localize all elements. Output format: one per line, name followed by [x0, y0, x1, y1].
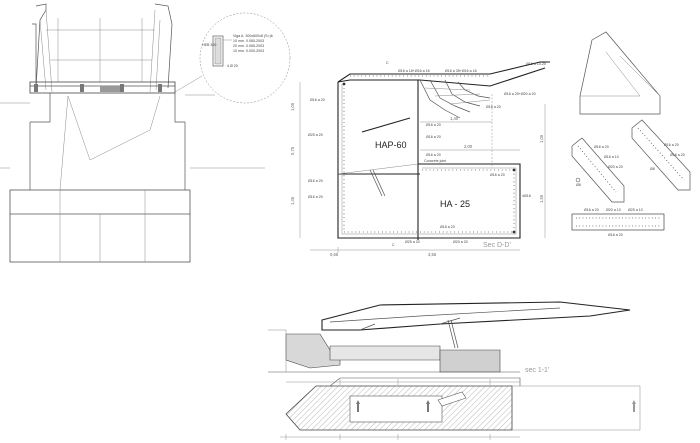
- dim-1-40: 1,40: [450, 116, 459, 121]
- note-deck-bars-1: Ø16 a 35+Ø16 a 18: [445, 69, 477, 73]
- note-bottom-3: Ø16 a 20: [440, 225, 455, 229]
- callout-line-4: 10 mm. 0.000-2003: [233, 49, 264, 53]
- note-top-bars: Ø16 a 18+Ø16 a 18: [398, 69, 430, 73]
- piece-a-note-1: Ø16 a 20: [594, 145, 609, 149]
- block-label-hap60: HAP-60: [375, 140, 407, 150]
- note-left-4: Ø16 a 20: [308, 195, 323, 199]
- dim-2-00: 2,00: [464, 144, 473, 149]
- note-mid-4: Ø16 a 20: [426, 153, 441, 157]
- section-11: sec 1-1': [268, 301, 641, 440]
- dim-3-56: 3,56: [428, 252, 437, 257]
- dim-0-65: 0,65: [330, 252, 339, 257]
- dim-v-1-05b: 1,05: [539, 134, 544, 143]
- note-deck-bars-3: Ø16 a 10-20: [526, 62, 546, 66]
- dim-v-1-55: 1,55: [539, 194, 544, 203]
- section-11-title: sec 1-1': [525, 367, 549, 374]
- block-label-ha25: HA - 25: [440, 199, 470, 209]
- note-left-3: Ø16 a 20: [308, 179, 323, 183]
- piece-c-note-3: Ø25 a 10: [628, 208, 643, 212]
- note-mid-1: Ø16 a 20: [426, 123, 441, 127]
- cut-mark-top: C: [386, 61, 389, 65]
- small-details: Ø16 a 20 Ø16 a 10 Ø20 a 20 Ø8 Ø16 a 20 Ø…: [571, 31, 691, 237]
- left-elevation: [0, 3, 265, 263]
- callout-line-1: Viga A. 300x600x8 (S=)b: [233, 34, 273, 38]
- piece-b-note-1: Ø16 a 20: [664, 143, 679, 147]
- piece-a-note-3: Ø20 a 20: [608, 165, 623, 169]
- piece-b-note-3: Ø8: [650, 167, 655, 171]
- callout-bottom-tag: 4 Ø 20: [227, 64, 238, 68]
- cut-mark-bottom: C: [392, 243, 395, 247]
- note-left-1: Ø16 a 20: [310, 98, 325, 102]
- note-right-top: Ø16 a 20: [490, 173, 505, 177]
- piece-a-note-4: Ø8: [576, 183, 581, 187]
- note-mid-2: Ø16 a 20: [426, 135, 441, 139]
- note-bottom-1: Ø25 a 20: [405, 240, 420, 244]
- note-mid-3: Ø16 a 20: [486, 105, 501, 109]
- piece-c-note-4: Ø16 a 20: [608, 233, 623, 237]
- section-dd: HAP-60 HA - 25 Sec D-D' C C Ø16 a 18+Ø16…: [290, 61, 550, 257]
- dim-v-0-75: 0,75: [290, 146, 295, 155]
- callout-line-3: 20 mm. 0.065-2003: [233, 44, 264, 48]
- section-dd-title: Sec D-D': [483, 242, 511, 249]
- detail-callout: Viga A. 300x600x8 (S=)b 10 mm. 0.065-200…: [174, 12, 291, 104]
- note-bottom-2: Ø20 a 20: [453, 240, 468, 244]
- piece-c-note-1: Ø16 a 20: [584, 208, 599, 212]
- note-deck-bars-2: Ø16 a 25+Ø20 a 20: [504, 92, 536, 96]
- dim-v-1-05: 1,05: [290, 102, 295, 111]
- callout-left-tag: HEB 300: [202, 43, 216, 47]
- callout-line-2: 10 mm. 0.065-2003: [233, 39, 264, 43]
- note-right-side: 4Ø16: [522, 194, 531, 198]
- piece-a-note-2: Ø16 a 10: [604, 155, 619, 159]
- note-left-2: Ø25 a 20: [308, 133, 323, 137]
- piece-b-note-2: Ø16 a 20: [670, 153, 685, 157]
- note-concrete-joint: Concrete joint: [424, 159, 446, 163]
- piece-c-note-2: Ø20 a 10: [606, 208, 621, 212]
- dim-v-1-45: 1,45: [290, 196, 295, 205]
